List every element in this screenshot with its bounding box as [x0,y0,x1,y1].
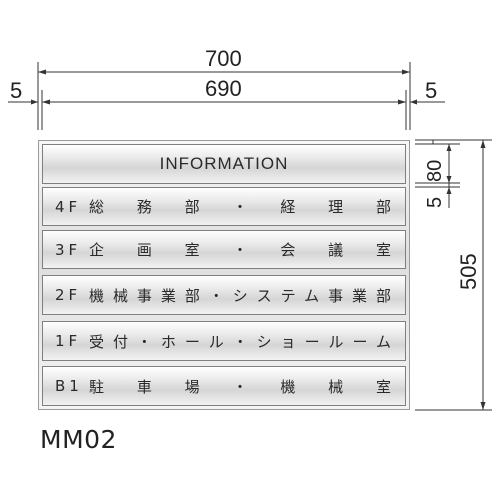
floor-plate-b1: B1 駐車場・機械室 [42,366,406,406]
dim-gap: 5 [424,196,446,208]
department-label: 総務部・経理部 [89,198,391,216]
department-label: 機械事業部・システム事業部 [89,286,391,305]
floor-label: 2F [55,286,82,304]
dim-height: 505 [456,253,481,290]
floor-plate-4f: 4F 総務部・経理部 [42,187,406,226]
floor-label: B1 [55,377,83,395]
department-label: 企画室・会議室 [89,241,391,259]
dim-right-margin: 5 [425,78,438,103]
dim-inner-width: 690 [205,76,242,101]
model-code: MM02 [40,425,117,454]
floor-label: 1F [55,332,82,350]
dim-total-width: 700 [205,46,242,71]
dim-row-height: 80 [424,159,446,182]
floor-plate-3f: 3F 企画室・会議室 [42,230,406,269]
dim-left-margin: 5 [10,78,23,103]
floor-plate-1f: 1F 受付・ホール・ショールーム [42,321,406,361]
department-label: 駐車場・機械室 [89,377,391,396]
board-title: INFORMATION [159,154,289,173]
floor-label: 4F [55,197,82,216]
floor-label: 3F [55,240,82,259]
floor-plate-2f: 2F 機械事業部・システム事業部 [42,275,406,315]
information-board: INFORMATION 4F 総務部・経理部 3F 企画室・会議室 2F 機械事… [38,140,410,410]
department-label: 受付・ホール・ショールーム [89,332,391,351]
title-plate: INFORMATION [42,144,406,184]
